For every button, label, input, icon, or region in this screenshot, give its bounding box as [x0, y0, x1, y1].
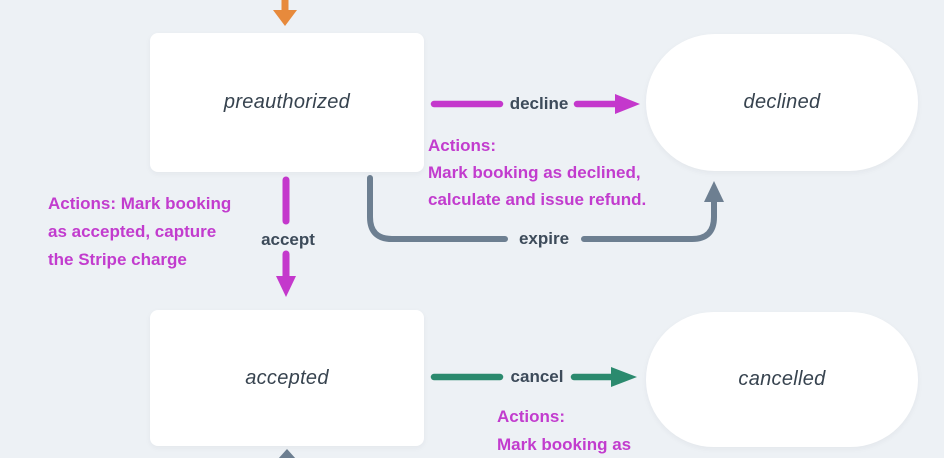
state-label-preauthorized: preauthorized — [223, 91, 351, 113]
accept-actions-line: as accepted, capture — [48, 222, 217, 241]
incoming-arrowhead — [273, 10, 297, 26]
accept-actions-note: Actions: Mark booking as accepted, captu… — [48, 190, 231, 274]
accept-actions-line: Actions: Mark booking — [48, 194, 232, 213]
cancel-actions-note: Actions: Mark booking as — [497, 403, 631, 458]
state-node-preauthorized: preauthorized — [150, 33, 424, 172]
edge-label-expire: expire — [518, 229, 570, 248]
state-label-declined: declined — [743, 91, 821, 113]
decline-arrow — [430, 94, 640, 114]
decline-actions-line: Actions: — [428, 136, 496, 155]
expire-arrowhead — [704, 181, 724, 202]
cancel-actions-line: Actions: — [497, 407, 565, 426]
expire-arrow-path-right — [581, 197, 717, 242]
incoming-arrow — [273, 0, 297, 26]
accept-arrow — [276, 176, 296, 297]
decline-actions-line: calculate and issue refund. — [428, 190, 647, 209]
decline-actions-note: Actions: Mark booking as declined, calcu… — [428, 132, 646, 213]
accept-actions-line: the Stripe charge — [48, 250, 187, 269]
edge-label-cancel: cancel — [510, 367, 564, 386]
decline-arrowhead — [615, 94, 640, 114]
cancel-arrowhead — [611, 367, 637, 387]
state-node-declined: declined — [646, 34, 918, 171]
state-label-accepted: accepted — [245, 366, 329, 389]
accept-arrowhead — [276, 276, 296, 297]
cancel-arrow — [430, 367, 637, 387]
state-node-accepted: accepted — [150, 310, 424, 446]
expire-arrow — [367, 175, 724, 242]
cancel-actions-line: Mark booking as — [497, 435, 632, 454]
state-label-cancelled: cancelled — [738, 368, 826, 390]
state-node-cancelled: cancelled — [646, 312, 918, 447]
bottom-arrow — [278, 449, 296, 458]
edge-label-accept: accept — [261, 230, 315, 249]
expire-arrow-path-left — [367, 175, 508, 242]
edge-label-decline: decline — [509, 94, 569, 113]
decline-actions-line: Mark booking as declined, — [428, 163, 641, 182]
bottom-arrowhead — [278, 449, 296, 458]
